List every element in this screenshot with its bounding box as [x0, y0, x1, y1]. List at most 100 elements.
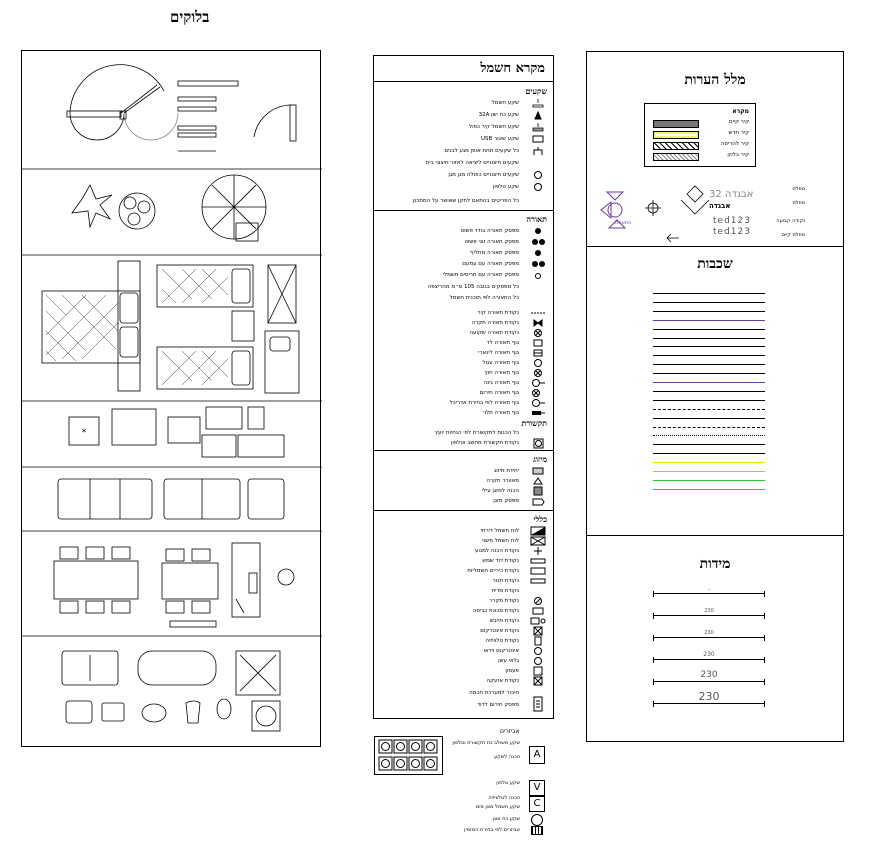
notes-label-0: מפלס	[792, 186, 805, 192]
dim-tick	[764, 701, 765, 707]
legend-item: גוף תאורה לד	[372, 338, 553, 348]
legend-item: נקודת תאורה תקרה	[372, 318, 553, 328]
legend-item: יחידת מיזוג	[372, 466, 553, 476]
layer-line	[653, 408, 765, 410]
hatch-swatch-0	[653, 120, 699, 128]
hatch-legend-title: מקרא	[732, 108, 749, 115]
layer-line	[653, 471, 765, 472]
dim-tick	[764, 635, 765, 641]
hatch-swatch-3	[653, 153, 699, 161]
hatch-label-2: קיר להריסה	[720, 141, 749, 147]
hatch-label-0: קיר קיים	[729, 119, 749, 125]
layer-lines	[587, 52, 845, 512]
legend-item: מפסק מזגן	[372, 496, 553, 506]
layer-line	[653, 444, 765, 446]
legend-item: מאוורר תקרה	[372, 476, 553, 486]
hatch-swatch-1	[653, 131, 699, 139]
below-legend-text-1: הכנה לשקע	[494, 754, 520, 760]
below-legend-text-0: שקע משולב כח תקשורת וטלפון	[452, 740, 520, 746]
layer-line	[653, 453, 765, 455]
legend-item: כל שקעים תחת אופן מגע לבנים	[372, 146, 553, 156]
hatch-label-3: קיר בלוק	[727, 152, 749, 158]
layer-line	[653, 328, 765, 330]
dim-text: 230	[700, 670, 718, 680]
dim-line	[653, 613, 765, 619]
legend-item: נקודת הכנה למנוע	[372, 546, 553, 556]
legend-item: שקע טלפון	[372, 182, 553, 192]
legend-item: כל התאורה לפי תוכנית חשמל	[449, 295, 519, 301]
legend-title: מקרא חשמל	[480, 61, 545, 76]
legend-item: הכנה למזגן עילי	[372, 486, 553, 496]
legend-item: נקודת תנור	[372, 576, 553, 586]
dims-title: מידות	[699, 556, 731, 572]
below-legend-text-4: שקע חשמל מוגן מים	[475, 804, 520, 810]
notes-panel: מלל הערות מקרא קיר קיים קיר חדש קיר להרי…	[586, 51, 844, 742]
layer-line	[653, 462, 765, 464]
legend-item: שקעים חיצוניים ליציאה לאזור חיצוני בית	[425, 160, 519, 166]
legend-item: לוח חשמל משני	[372, 536, 553, 546]
outlet-box-grid	[374, 736, 443, 775]
legend-item: נקודת אינטרקום	[372, 626, 553, 636]
dim-line	[653, 701, 765, 707]
legend-item: גוף תאורה לינארי	[372, 348, 553, 358]
legend-section-1: תאורה	[526, 214, 547, 224]
notes-symbols	[600, 185, 710, 243]
layers-title: שכבות	[697, 256, 733, 272]
legend-item: שקע חשמל	[372, 98, 553, 108]
layer-line	[653, 310, 765, 312]
legend-item: נקודת טלוויזיה	[372, 636, 553, 646]
text-sample-1: אבגדה	[709, 202, 731, 210]
below-legend-text-6: אביזרים לפי בחירת המזמין	[464, 827, 520, 833]
legend-item: כל הכנות לתקשורת לפי הנחיות יועץ	[434, 430, 519, 436]
legend-section-3: מיזוג	[533, 454, 547, 464]
svg-text:*: *	[82, 428, 87, 438]
legend-item: פעמון	[372, 666, 553, 676]
legend-item: נקודת דוד שמש	[372, 556, 553, 566]
blocks-drawing: *	[22, 64, 322, 732]
notes-title: מלל הערות	[684, 72, 746, 88]
below-legend-header: אביזרים	[500, 728, 520, 735]
layer-line	[653, 293, 765, 294]
layer-line	[653, 399, 765, 401]
legend-item: גוף תאורה לפי בחירת אדריכל	[372, 398, 553, 408]
legend-item: מפסק תאורה עם עמעם	[372, 259, 553, 269]
circle-symbol	[531, 814, 543, 826]
blocks-panel: *	[21, 50, 322, 747]
legend-item: שקעים חיצוניים כפולה מגן מגן	[372, 170, 553, 180]
dim-tick	[764, 657, 765, 663]
blocks-title: בלוקים	[170, 8, 210, 26]
legend-item: נקודת תקשורת מחשב וטלפון	[372, 438, 553, 449]
dim-tick	[653, 635, 654, 641]
legend-item: גוף תאורה עגול	[372, 358, 553, 368]
hatch-swatch-2	[653, 142, 699, 150]
legend-item: שקע כח ישן 32A	[372, 110, 553, 120]
legend-item: נקודת אזעקה	[372, 676, 553, 686]
dim-tick	[653, 613, 654, 619]
dim-line	[653, 635, 765, 641]
layer-line	[653, 382, 765, 383]
legend-item: מפסק חירום לדוד	[372, 696, 553, 712]
layer-line	[653, 417, 765, 419]
legend-item: שקע שיגור USB	[372, 134, 553, 144]
below-legend-text-5: שקע כח מוגן	[492, 816, 521, 822]
layer-line	[653, 479, 765, 481]
layer-line	[653, 346, 765, 348]
layer-line	[653, 319, 765, 321]
box-c: C	[529, 796, 545, 812]
layer-line	[653, 488, 765, 490]
below-legend-text-3: הכנה לטלוויזיה	[488, 795, 520, 801]
legend-item: מפסק תאורה מחליף	[372, 248, 553, 258]
legend-panel: מקרא חשמל שקעים שקע חשמל שקע כח ישן 32A …	[373, 55, 554, 719]
text-sample-0: אבגדה 32	[709, 189, 754, 200]
dim-text: 230	[704, 608, 714, 614]
legend-item: לוח חשמל דירתי	[372, 526, 553, 536]
legend-item: נקודת כיריים חשמליות	[372, 566, 553, 576]
layer-line	[653, 435, 765, 437]
layer-line	[653, 364, 765, 366]
legend-item: נקודת מדיח	[491, 588, 519, 594]
notes-tag-a: התאמה	[615, 220, 632, 226]
legend-item: נקודת מכונת כביסה	[372, 606, 553, 616]
legend-item: גוף תאורה חירום	[372, 388, 553, 398]
dim-tick	[653, 591, 654, 597]
hatch-legend: מקרא קיר קיים קיר חדש קיר להריסה קיר בלו…	[644, 103, 756, 167]
